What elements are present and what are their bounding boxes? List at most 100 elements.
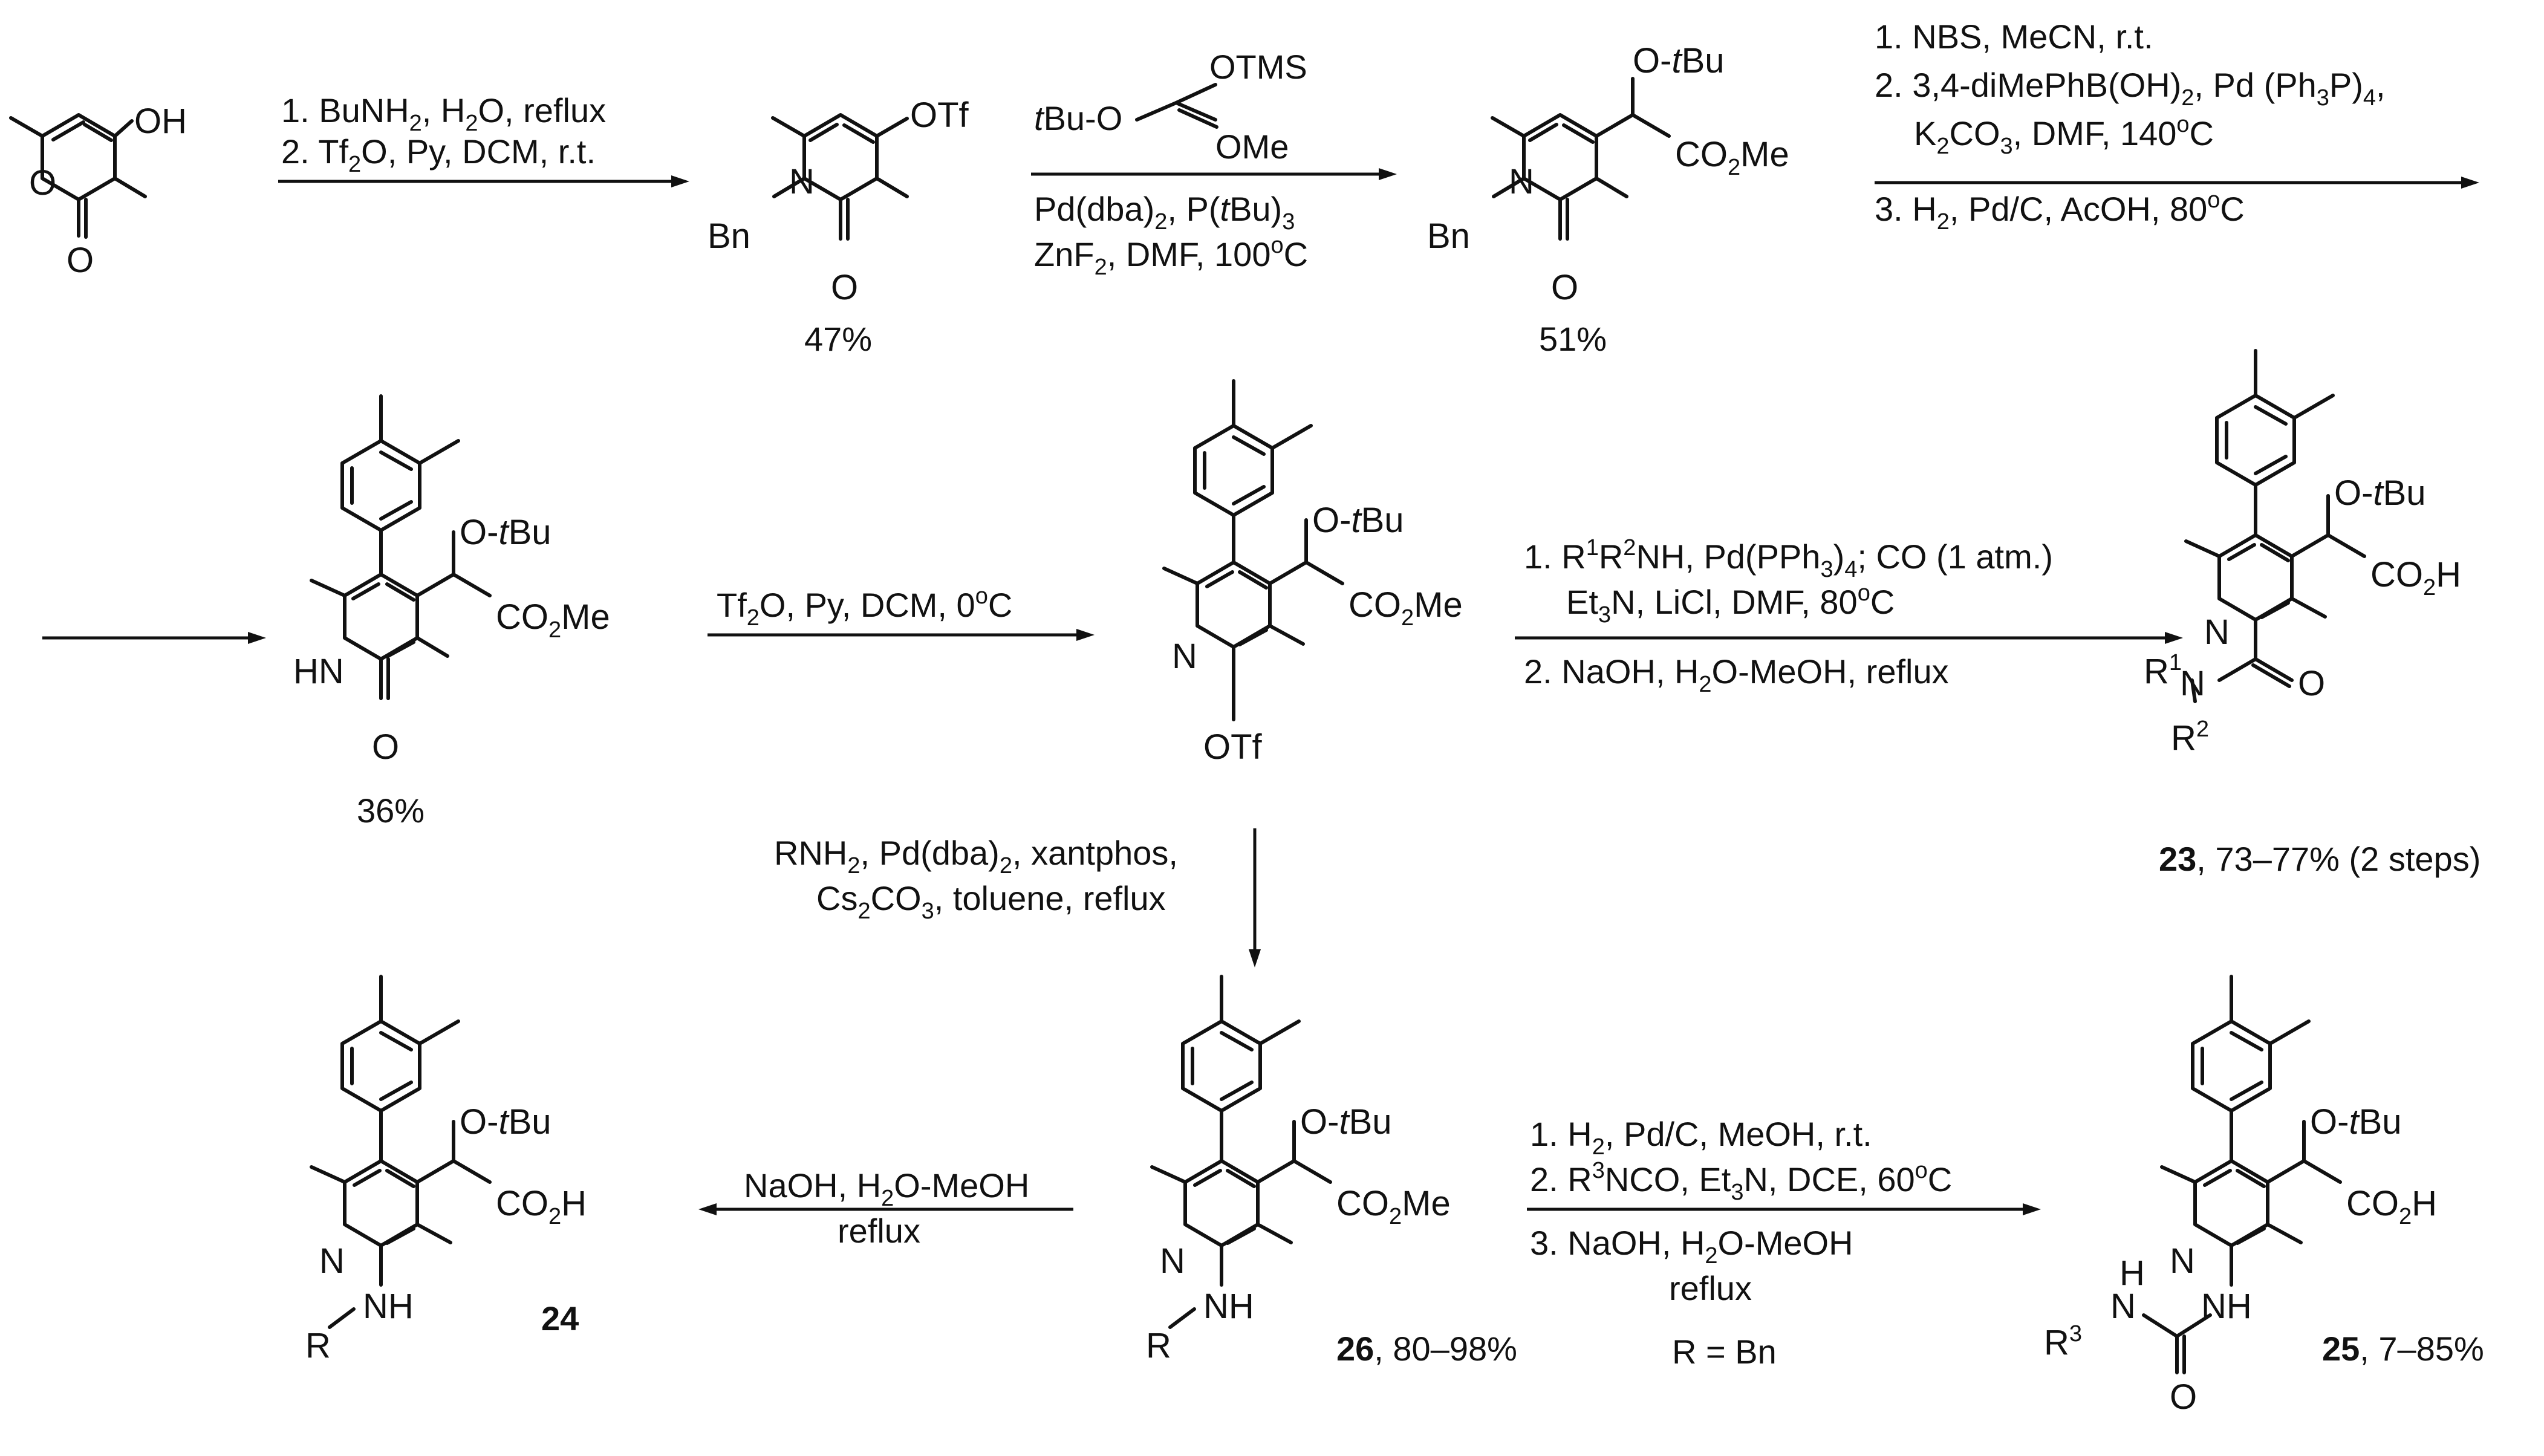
svg-text:NH: NH	[363, 1287, 414, 1326]
svg-text:2. R3NCO, Et3N, DCE, 60oC: 2. R3NCO, Et3N, DCE, 60oC	[1530, 1158, 1952, 1205]
svg-text:NH: NH	[1203, 1287, 1254, 1326]
svg-text:O: O	[29, 163, 56, 203]
svg-text:Bn: Bn	[708, 216, 750, 256]
svg-text:NaOH, H2O-MeOH: NaOH, H2O-MeOH	[744, 1166, 1029, 1211]
svg-text:CO2H: CO2H	[2370, 555, 2461, 600]
svg-text:CO2Me: CO2Me	[1348, 585, 1463, 631]
svg-text:CO2Me: CO2Me	[1336, 1184, 1451, 1229]
svg-text:O: O	[1551, 268, 1578, 307]
silyl-ketene-acetal-reagent: tBu-O OTMS OMe	[1034, 48, 1307, 166]
step4-conditions: Tf2O, Py, DCM, 0oC	[717, 583, 1012, 631]
svg-text:R3: R3	[2044, 1321, 2082, 1362]
compound-23: O-tBu CO2H N N O R1 R2 23, 73–77% (2 ste…	[2144, 351, 2481, 878]
svg-text:HN: HN	[293, 652, 344, 691]
step4-arrow	[708, 629, 1095, 641]
svg-text:N: N	[2180, 664, 2205, 703]
compound-26: O-tBu CO2Me N NH R 26, 80–98%	[1146, 977, 1517, 1368]
svg-text:N: N	[2204, 613, 2230, 652]
svg-text:Pd(dba)2, P(tBu)3: Pd(dba)2, P(tBu)3	[1034, 190, 1295, 235]
svg-text:O-tBu: O-tBu	[1300, 1102, 1392, 1142]
pyridinone-ester: O-tBu CO2Me N Bn O 51%	[1427, 41, 1789, 358]
svg-text:OTf: OTf	[910, 96, 969, 135]
step6-arrow	[1249, 828, 1261, 967]
step2-conditions: Pd(dba)2, P(tBu)3 ZnF2, DMF, 100oC	[1034, 190, 1308, 280]
svg-text:CO2H: CO2H	[496, 1184, 587, 1229]
svg-text:1. R1R2NH, Pd(PPh3)4; CO (1 at: 1. R1R2NH, Pd(PPh3)4; CO (1 atm.)	[1524, 535, 2053, 582]
svg-text:Et3N, LiCl, DMF, 80oC: Et3N, LiCl, DMF, 80oC	[1566, 580, 1895, 628]
svg-text:K2CO3, DMF, 140oC: K2CO3, DMF, 140oC	[1914, 112, 2214, 159]
svg-text:2. NaOH, H2O-MeOH, reflux: 2. NaOH, H2O-MeOH, reflux	[1524, 652, 1949, 697]
svg-text:OMe: OMe	[1215, 128, 1289, 166]
step8-arrow	[1527, 1203, 2041, 1215]
step7-arrow	[698, 1203, 1073, 1215]
pyridyl-triflate: O-tBu CO2Me N OTf	[1162, 381, 1463, 767]
svg-text:R = Bn: R = Bn	[1672, 1333, 1777, 1371]
svg-text:Bn: Bn	[1427, 216, 1470, 256]
svg-text:O: O	[372, 727, 399, 767]
svg-text:O-tBu: O-tBu	[2310, 1102, 2402, 1142]
svg-text:1. H2, Pd/C, MeOH, r.t.: 1. H2, Pd/C, MeOH, r.t.	[1530, 1115, 1872, 1160]
compound-25-label: 25, 7–85%	[2322, 1330, 2484, 1368]
compound-26-label: 26, 80–98%	[1336, 1330, 1517, 1368]
svg-text:CO2Me: CO2Me	[496, 597, 610, 643]
pyranone-starting-material: OH O O	[9, 102, 187, 280]
step1-line2: 2. Tf2O, Py, DCM, r.t.	[281, 132, 596, 177]
svg-text:O: O	[67, 241, 94, 280]
svg-text:OTf: OTf	[1203, 727, 1263, 767]
svg-text:N: N	[2170, 1241, 2195, 1281]
svg-text:CO2H: CO2H	[2346, 1184, 2437, 1229]
continuation-arrow	[42, 632, 266, 644]
svg-text:RNH2, Pd(dba)2, xantphos,: RNH2, Pd(dba)2, xantphos,	[774, 834, 1178, 879]
svg-text:O-tBu: O-tBu	[460, 513, 551, 552]
yield-51: 51%	[1539, 320, 1607, 358]
svg-text:reflux: reflux	[838, 1212, 920, 1250]
step1-conditions: 1. BuNH2, H2O, reflux 2. Tf2O, Py, DCM, …	[281, 91, 606, 177]
svg-text:N: N	[789, 162, 815, 201]
pyridinone-triflate: OTf N Bn O 47%	[708, 96, 969, 358]
svg-text:N: N	[1509, 162, 1534, 201]
svg-text:tBu-O: tBu-O	[1034, 99, 1122, 137]
aryl-pyridinone: O-tBu CO2Me HN O 36%	[293, 396, 610, 830]
svg-text:O-tBu: O-tBu	[2334, 473, 2426, 513]
svg-text:2. 3,4-diMePhB(OH)2, Pd (Ph3P): 2. 3,4-diMePhB(OH)2, Pd (Ph3P)4,	[1875, 66, 2386, 111]
svg-text:R2: R2	[2171, 717, 2209, 758]
svg-text:O-tBu: O-tBu	[460, 1102, 551, 1142]
svg-text:O-tBu: O-tBu	[1633, 41, 1725, 80]
svg-text:O-tBu: O-tBu	[1312, 501, 1404, 540]
step1-arrow	[278, 175, 689, 187]
svg-text:reflux: reflux	[1669, 1269, 1752, 1307]
step2-arrow	[1031, 168, 1397, 180]
svg-text:OTMS: OTMS	[1209, 48, 1307, 86]
yield-36: 36%	[357, 791, 425, 830]
svg-text:Cs2CO3, toluene, reflux: Cs2CO3, toluene, reflux	[816, 879, 1166, 924]
step5-conditions: 1. R1R2NH, Pd(PPh3)4; CO (1 atm.) Et3N, …	[1524, 535, 2053, 697]
svg-text:R: R	[305, 1326, 331, 1365]
svg-text:O: O	[2170, 1377, 2197, 1417]
svg-text:N: N	[2110, 1287, 2136, 1326]
svg-text:3. NaOH, H2O-MeOH: 3. NaOH, H2O-MeOH	[1530, 1224, 1853, 1269]
svg-text:O: O	[831, 268, 858, 307]
svg-text:NH: NH	[2201, 1287, 2252, 1326]
svg-text:H: H	[2119, 1253, 2145, 1293]
step8-conditions: 1. H2, Pd/C, MeOH, r.t. 2. R3NCO, Et3N, …	[1530, 1115, 1952, 1371]
svg-text:3. H2, Pd/C, AcOH, 80oC: 3. H2, Pd/C, AcOH, 80oC	[1875, 187, 2245, 235]
compound-24: O-tBu CO2H N NH R 24	[305, 977, 587, 1365]
svg-text:R: R	[1146, 1326, 1171, 1365]
yield-47: 47%	[804, 320, 872, 358]
step3-conditions: 1. NBS, MeCN, r.t. 2. 3,4-diMePhB(OH)2, …	[1875, 18, 2386, 235]
step7-conditions: NaOH, H2O-MeOH reflux	[744, 1166, 1029, 1250]
svg-text:N: N	[1160, 1241, 1185, 1281]
svg-text:N: N	[1172, 637, 1197, 676]
compound-25: O-tBu CO2H N NH H N R3 O 25, 7–85%	[2044, 977, 2484, 1417]
svg-text:O: O	[2298, 664, 2325, 703]
svg-text:ZnF2, DMF, 100oC: ZnF2, DMF, 100oC	[1034, 233, 1308, 280]
svg-text:CO2Me: CO2Me	[1675, 135, 1789, 180]
svg-text:N: N	[319, 1241, 345, 1281]
step5-arrow	[1515, 632, 2183, 644]
svg-text:1. NBS, MeCN, r.t.: 1. NBS, MeCN, r.t.	[1875, 18, 2153, 56]
compound-24-label: 24	[541, 1299, 579, 1337]
compound-23-label: 23, 73–77% (2 steps)	[2159, 840, 2481, 878]
step1-line1: 1. BuNH2, H2O, reflux	[281, 91, 606, 136]
svg-text:OH: OH	[134, 102, 187, 141]
